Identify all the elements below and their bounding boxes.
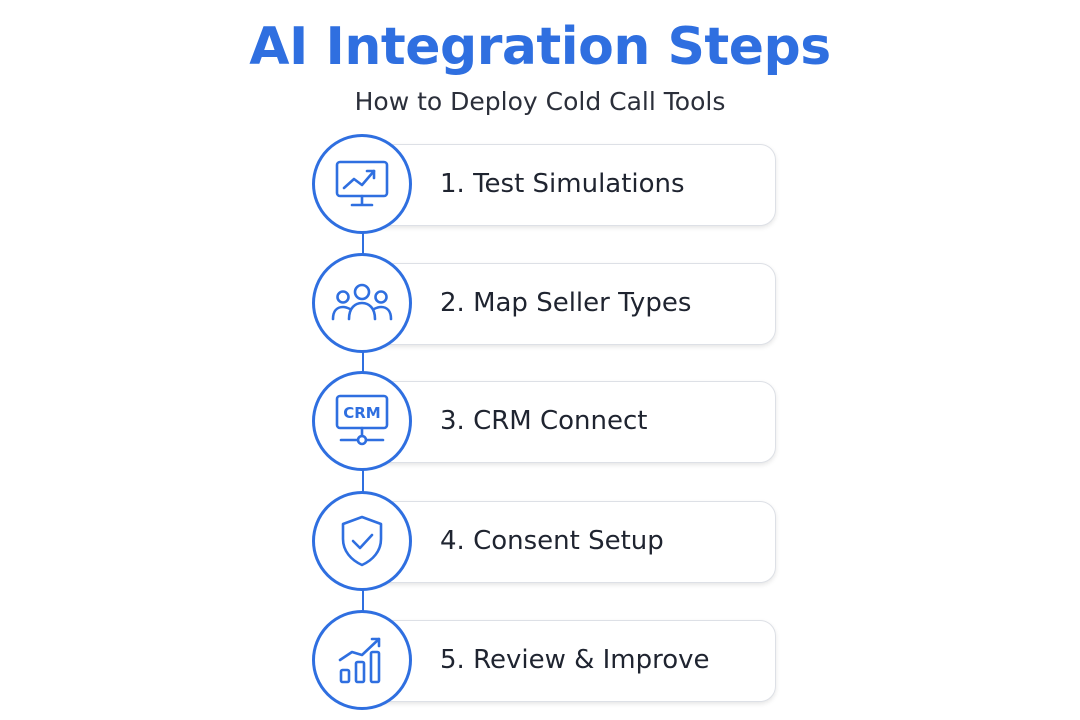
- step-label: 1. Test Simulations: [440, 169, 685, 199]
- step-icon-circle: [312, 491, 412, 591]
- crm-icon-text: CRM: [343, 404, 381, 422]
- crm-monitor-icon: CRM: [335, 394, 389, 446]
- bar-chart-growth-icon: [338, 637, 381, 684]
- step-label: 5. Review & Improve: [440, 645, 710, 675]
- shield-check-icon: [341, 515, 383, 567]
- step-card: [358, 381, 776, 463]
- step-icon-circle: [312, 253, 412, 353]
- step-label: 4. Consent Setup: [440, 526, 664, 556]
- step-4: 4. Consent Setup: [312, 491, 776, 591]
- step-icon-circle: [312, 610, 412, 710]
- step-icon-circle: CRM: [312, 371, 412, 471]
- page-title: AI Integration Steps: [249, 17, 831, 77]
- step-card: [358, 263, 776, 345]
- step-3: CRM 3. CRM Connect: [312, 371, 776, 471]
- step-2: 2. Map Seller Types: [312, 253, 776, 353]
- user-group-icon: [331, 283, 393, 321]
- step-card: [358, 144, 776, 226]
- monitor-chart-icon: [335, 160, 389, 207]
- step-card: [358, 620, 776, 702]
- step-label: 3. CRM Connect: [440, 406, 648, 436]
- step-1: 1. Test Simulations: [312, 134, 776, 234]
- page-subtitle: How to Deploy Cold Call Tools: [354, 87, 726, 116]
- step-label: 2. Map Seller Types: [440, 288, 692, 318]
- step-card: [358, 501, 776, 583]
- step-icon-circle: [312, 134, 412, 234]
- step-5: 5. Review & Improve: [312, 610, 776, 710]
